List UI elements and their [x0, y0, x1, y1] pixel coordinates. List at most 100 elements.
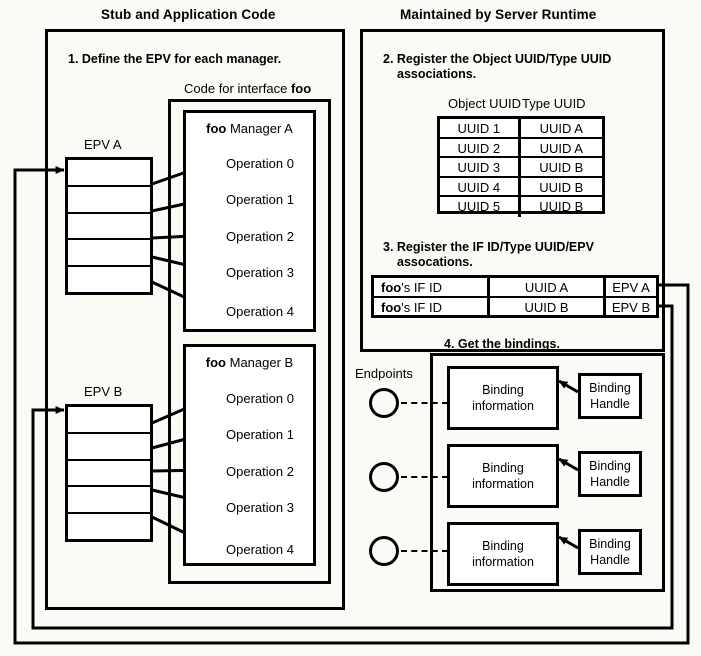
bindings-panel: [430, 353, 665, 592]
epv-b-slot-3: [68, 487, 150, 515]
epv-b-slot-2: [68, 461, 150, 488]
step-2-label: 2. Register the Object UUID/Type UUID as…: [383, 52, 643, 82]
binding-handle-line2: Handle: [590, 553, 630, 567]
manager-a-op-2: Operation 2: [226, 229, 294, 244]
epv-a-label: EPV A: [84, 137, 122, 152]
epv-b-slot-1: [68, 434, 150, 461]
manager-b-foo: foo: [205, 355, 226, 370]
object-uuid-cell: UUID 5: [440, 197, 521, 217]
ifid-registration-table: foo's IF ID UUID A EPV A foo's IF ID UUI…: [371, 275, 659, 318]
epv-a-slot-2: [68, 214, 150, 241]
binding-handle-text: Binding Handle: [589, 536, 631, 568]
binding-info-line1: Binding: [482, 383, 524, 397]
binding-handle-text: Binding Handle: [589, 380, 631, 412]
object-uuid-cell: UUID 2: [440, 138, 521, 157]
step-2-line1: 2. Register the Object UUID/Type UUID: [383, 52, 612, 66]
table-row: UUID 2 UUID A: [440, 138, 602, 159]
step-3-line1: 3. Register the IF ID/Type UUID/EPV: [383, 240, 594, 254]
manager-b-op-3: Operation 3: [226, 500, 294, 515]
manager-a-foo: foo: [206, 121, 227, 136]
ifid-cell: foo's IF ID: [374, 297, 490, 317]
binding-handle-line1: Binding: [589, 459, 631, 473]
epv-a-slot-1: [68, 187, 150, 214]
epv-a-slot-4: [68, 267, 150, 292]
binding-information-box-0: Binding information: [447, 366, 559, 430]
right-panel-title: Maintained by Server Runtime: [400, 7, 597, 22]
binding-handle-box-2: Binding Handle: [578, 529, 642, 575]
endpoints-label: Endpoints: [355, 366, 413, 381]
object-uuid-cell: UUID 3: [440, 158, 521, 176]
binding-information-box-1: Binding information: [447, 444, 559, 508]
endpoint-circle-0: [369, 388, 399, 418]
type-uuid-cell: UUID B: [539, 199, 584, 215]
manager-a-title: foo Manager A: [186, 121, 313, 136]
object-uuid-cell: UUID 1: [440, 119, 521, 137]
object-uuid-cell: UUID 4: [440, 177, 521, 196]
server-runtime-panel: [360, 29, 665, 352]
binding-handle-box-0: Binding Handle: [578, 373, 642, 419]
binding-info-line2: information: [472, 477, 534, 491]
endpoint-circle-2: [369, 536, 399, 566]
epv-b-slot-0: [68, 407, 150, 434]
uuid-association-table: UUID 1 UUID A UUID 2 UUID A UUID 3 UUID …: [437, 116, 605, 217]
manager-b-name: Manager B: [226, 355, 294, 370]
manager-a-op-0: Operation 0: [226, 156, 294, 171]
ifid-cell: foo's IF ID: [374, 278, 490, 296]
step-3-line2: assocations.: [397, 255, 473, 269]
binding-information-text: Binding information: [472, 460, 534, 492]
binding-info-line1: Binding: [482, 539, 524, 553]
stub-application-code-panel: [45, 29, 345, 610]
step-4-label: 4. Get the bindings.: [444, 337, 560, 351]
binding-info-line1: Binding: [482, 461, 524, 475]
ifid-type-uuid-cell: UUID B: [490, 297, 606, 317]
binding-information-text: Binding information: [472, 538, 534, 570]
manager-a-op-3: Operation 3: [226, 265, 294, 280]
table-row: foo's IF ID UUID A EPV A: [374, 278, 656, 298]
table-row: foo's IF ID UUID B EPV B: [374, 297, 656, 317]
endpoint-circle-1: [369, 462, 399, 492]
manager-b-op-4: Operation 4: [226, 542, 294, 557]
object-uuid-header: Object UUID: [448, 96, 521, 111]
table-row: UUID 5 UUID B: [440, 197, 602, 217]
binding-handle-line2: Handle: [590, 475, 630, 489]
binding-information-text: Binding information: [472, 382, 534, 414]
endpoint-connector-1: [401, 476, 448, 478]
manager-b-op-1: Operation 1: [226, 427, 294, 442]
binding-info-line2: information: [472, 399, 534, 413]
table-row: UUID 4 UUID B: [440, 177, 602, 198]
binding-information-box-2: Binding information: [447, 522, 559, 586]
table-row: UUID 1 UUID A: [440, 119, 602, 139]
interface-foo-panel: [168, 99, 331, 584]
manager-b-title: foo Manager B: [186, 355, 313, 370]
epv-a-slot-3: [68, 240, 150, 268]
epv-b-slot-4: [68, 514, 150, 539]
ifid-foo: foo: [381, 299, 402, 315]
code-for-interface-text: Code for interface: [184, 81, 291, 96]
binding-handle-line1: Binding: [589, 381, 631, 395]
binding-handle-line1: Binding: [589, 537, 631, 551]
type-uuid-header: Type UUID: [522, 96, 586, 111]
step-2-line2: associations.: [397, 67, 477, 81]
epv-a-slot-0: [68, 160, 150, 187]
step-1-label: 1. Define the EPV for each manager.: [68, 52, 282, 66]
manager-b-op-2: Operation 2: [226, 464, 294, 479]
manager-b-op-0: Operation 0: [226, 391, 294, 406]
left-panel-title: Stub and Application Code: [101, 7, 276, 22]
epv-b-table: [65, 404, 153, 542]
code-for-interface-foo: foo: [290, 81, 312, 96]
ifid-epv-cell: EPV B: [611, 299, 651, 315]
binding-handle-text: Binding Handle: [589, 458, 631, 490]
ifid-epv-cell: EPV A: [612, 280, 650, 295]
type-uuid-cell: UUID B: [539, 179, 584, 195]
ifid-suffix: 's IF ID: [401, 280, 442, 295]
binding-handle-line2: Handle: [590, 397, 630, 411]
table-row: UUID 3 UUID B: [440, 158, 602, 178]
binding-handle-box-1: Binding Handle: [578, 451, 642, 497]
type-uuid-cell: UUID A: [539, 140, 583, 156]
ifid-foo: foo: [381, 280, 402, 295]
type-uuid-cell: UUID A: [539, 121, 583, 136]
manager-a-name: Manager A: [226, 121, 293, 136]
step-3-label: 3. Register the IF ID/Type UUID/EPV asso…: [383, 240, 643, 270]
ifid-suffix: 's IF ID: [401, 299, 442, 315]
